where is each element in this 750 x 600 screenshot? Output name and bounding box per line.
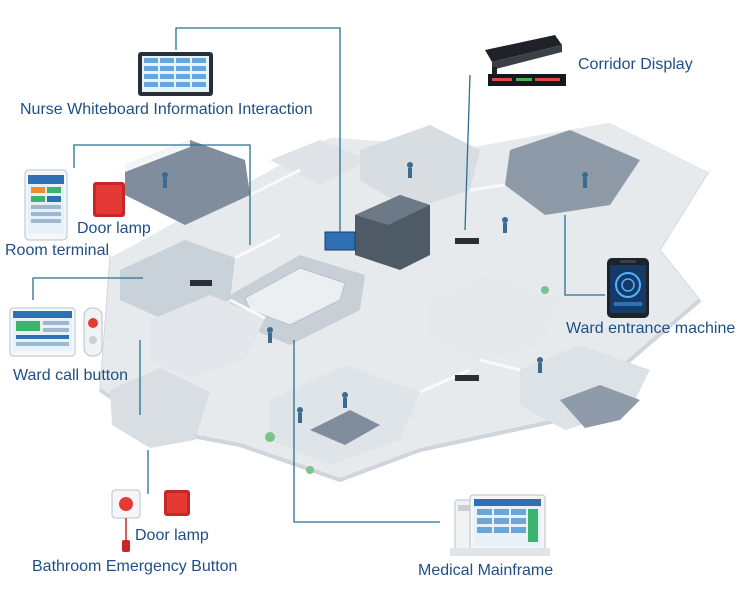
medical-mainframe-console-icon: [450, 494, 550, 556]
door-lamp-icon: [93, 182, 125, 217]
ward-call-panel-icon: [9, 307, 103, 357]
label-door-lamp-top: Door lamp: [77, 220, 151, 237]
label-medical-mainframe: Medical Mainframe: [418, 562, 554, 579]
label-door-lamp-bottom: Door lamp: [135, 527, 209, 544]
floor-plan: [98, 117, 712, 483]
label-ward-entrance-machine: Ward entrance machine: [566, 320, 736, 337]
room-terminal-tablet-icon: [24, 169, 68, 241]
label-bathroom-emergency-button: Bathroom Emergency Button: [32, 558, 238, 575]
label-ward-call-button: Ward call button: [13, 367, 129, 384]
label-corridor-display: Corridor Display: [578, 56, 693, 73]
leader-lines: [32, 27, 605, 523]
corridor-led-display-icon: [485, 35, 566, 86]
label-room-terminal: Room terminal: [5, 242, 110, 259]
whiteboard-screen-icon: [138, 52, 213, 96]
label-nurse-whiteboard: Nurse Whiteboard Information Interaction: [20, 101, 313, 118]
ward-entrance-machine-icon: [607, 258, 649, 318]
bathroom-emergency-button-icon: [111, 489, 141, 552]
door-lamp-bottom-icon: [164, 490, 190, 516]
